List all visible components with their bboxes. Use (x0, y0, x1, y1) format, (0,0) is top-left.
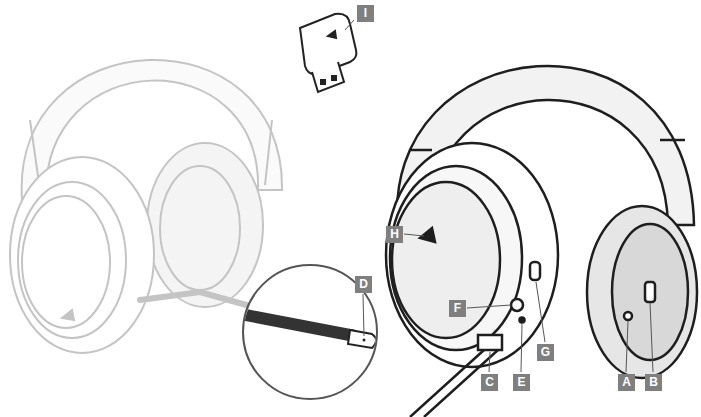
callout-letter: I (357, 5, 374, 22)
callout-letter: D (355, 276, 372, 293)
leader-lines (345, 20, 653, 372)
callout-letter: F (449, 300, 466, 317)
callout-letter: C (481, 374, 498, 391)
faded-headset (10, 60, 282, 353)
headset (386, 66, 697, 417)
callout-letter: G (537, 344, 554, 361)
callout-letter: E (513, 374, 530, 391)
callout-letter: B (645, 374, 662, 391)
mic-boom-closeup (230, 312, 376, 348)
callout-letter: H (386, 226, 403, 243)
callout-letter: A (618, 374, 635, 391)
usb-dongle (300, 14, 356, 92)
